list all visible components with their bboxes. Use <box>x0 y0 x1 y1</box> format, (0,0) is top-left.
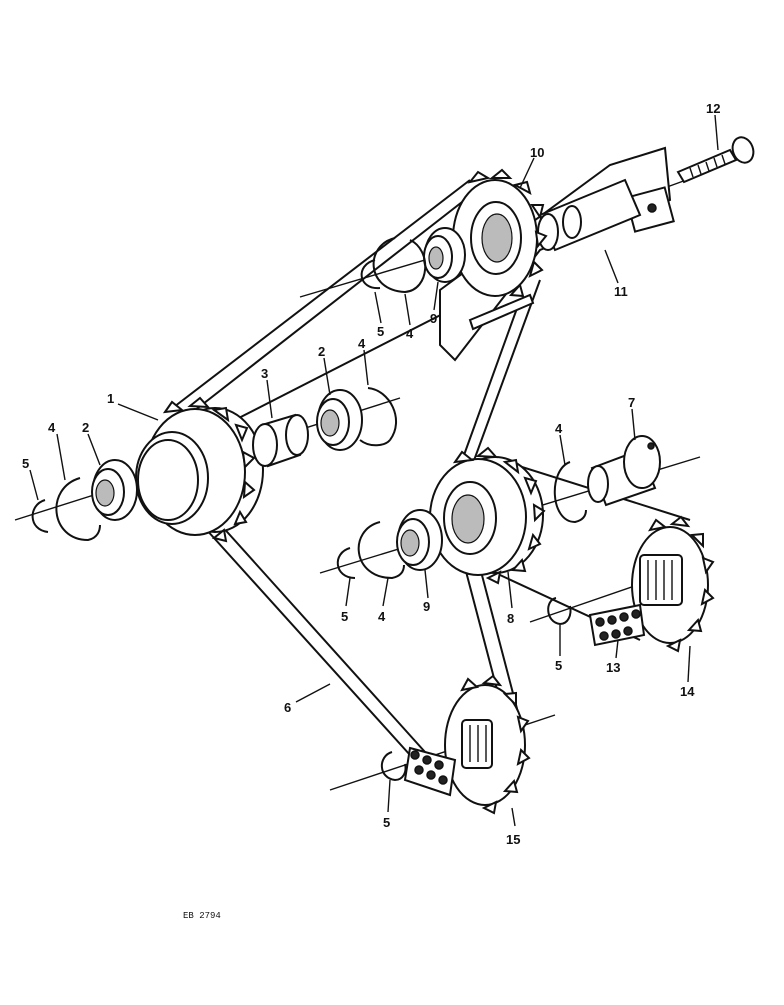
callout-3: 3 <box>261 366 268 381</box>
roller-chain-13 <box>588 603 646 647</box>
snap-ring-5-left <box>31 499 49 533</box>
snap-ring-5-lower <box>336 547 356 579</box>
callout-14: 14 <box>680 684 695 699</box>
snap-ring-4-right <box>359 387 397 447</box>
snap-ring-5-bottom <box>380 751 407 782</box>
coupling-7 <box>587 435 661 507</box>
callout-11: 11 <box>614 284 628 299</box>
callout-2: 2 <box>318 344 325 359</box>
callout-5: 5 <box>22 456 29 471</box>
sprocket-14 <box>631 515 715 653</box>
callout-8: 8 <box>507 611 514 626</box>
sprocket-15 <box>444 674 531 815</box>
callout-12: 12 <box>706 101 720 116</box>
sprocket-10 <box>452 168 548 298</box>
snap-ring-4-lower <box>357 521 405 580</box>
bearing-2-left <box>91 459 138 521</box>
snap-ring-5-mid <box>547 597 572 626</box>
bearing-9-upper <box>423 227 466 283</box>
callout-13: 13 <box>606 660 620 675</box>
callout-7: 7 <box>628 395 635 410</box>
chain-upper <box>169 179 481 426</box>
callout-4: 4 <box>406 326 414 341</box>
spacer-3 <box>252 413 309 468</box>
callout-10: 10 <box>530 145 544 160</box>
snap-ring-4-right-shaft <box>553 461 587 524</box>
callout-5: 5 <box>383 815 390 830</box>
callout-15: 15 <box>506 832 520 847</box>
sprocket-8 <box>429 446 546 585</box>
leader-lines <box>29 114 719 827</box>
callout-2: 2 <box>82 420 89 435</box>
callout-6: 6 <box>284 700 291 715</box>
callout-1: 1 <box>107 391 114 406</box>
double-sprocket-1 <box>135 396 264 543</box>
bearing-9-lower <box>396 509 443 571</box>
snap-ring-5-upper <box>360 259 381 290</box>
callout-5: 5 <box>555 658 562 673</box>
roller-chain-15 <box>403 746 457 797</box>
drawing-code: EB 2794 <box>183 911 221 921</box>
callout-4: 4 <box>358 336 366 351</box>
callouts: 1 2 4 5 3 2 4 5 4 9 10 11 12 7 4 5 4 9 8… <box>22 101 720 847</box>
callout-4: 4 <box>555 421 563 436</box>
bolt-12 <box>676 136 755 184</box>
snap-ring-4-left <box>55 477 101 542</box>
snap-ring-4-upper <box>372 237 427 294</box>
bearing-2-right <box>316 389 363 451</box>
callout-5: 5 <box>377 324 384 339</box>
callout-9: 9 <box>430 311 437 326</box>
callout-4: 4 <box>48 420 56 435</box>
chain-8-to-10 <box>454 279 541 486</box>
chain-6 <box>204 523 426 756</box>
callout-4: 4 <box>378 609 386 624</box>
callout-5: 5 <box>341 609 348 624</box>
callout-9: 9 <box>423 599 430 614</box>
